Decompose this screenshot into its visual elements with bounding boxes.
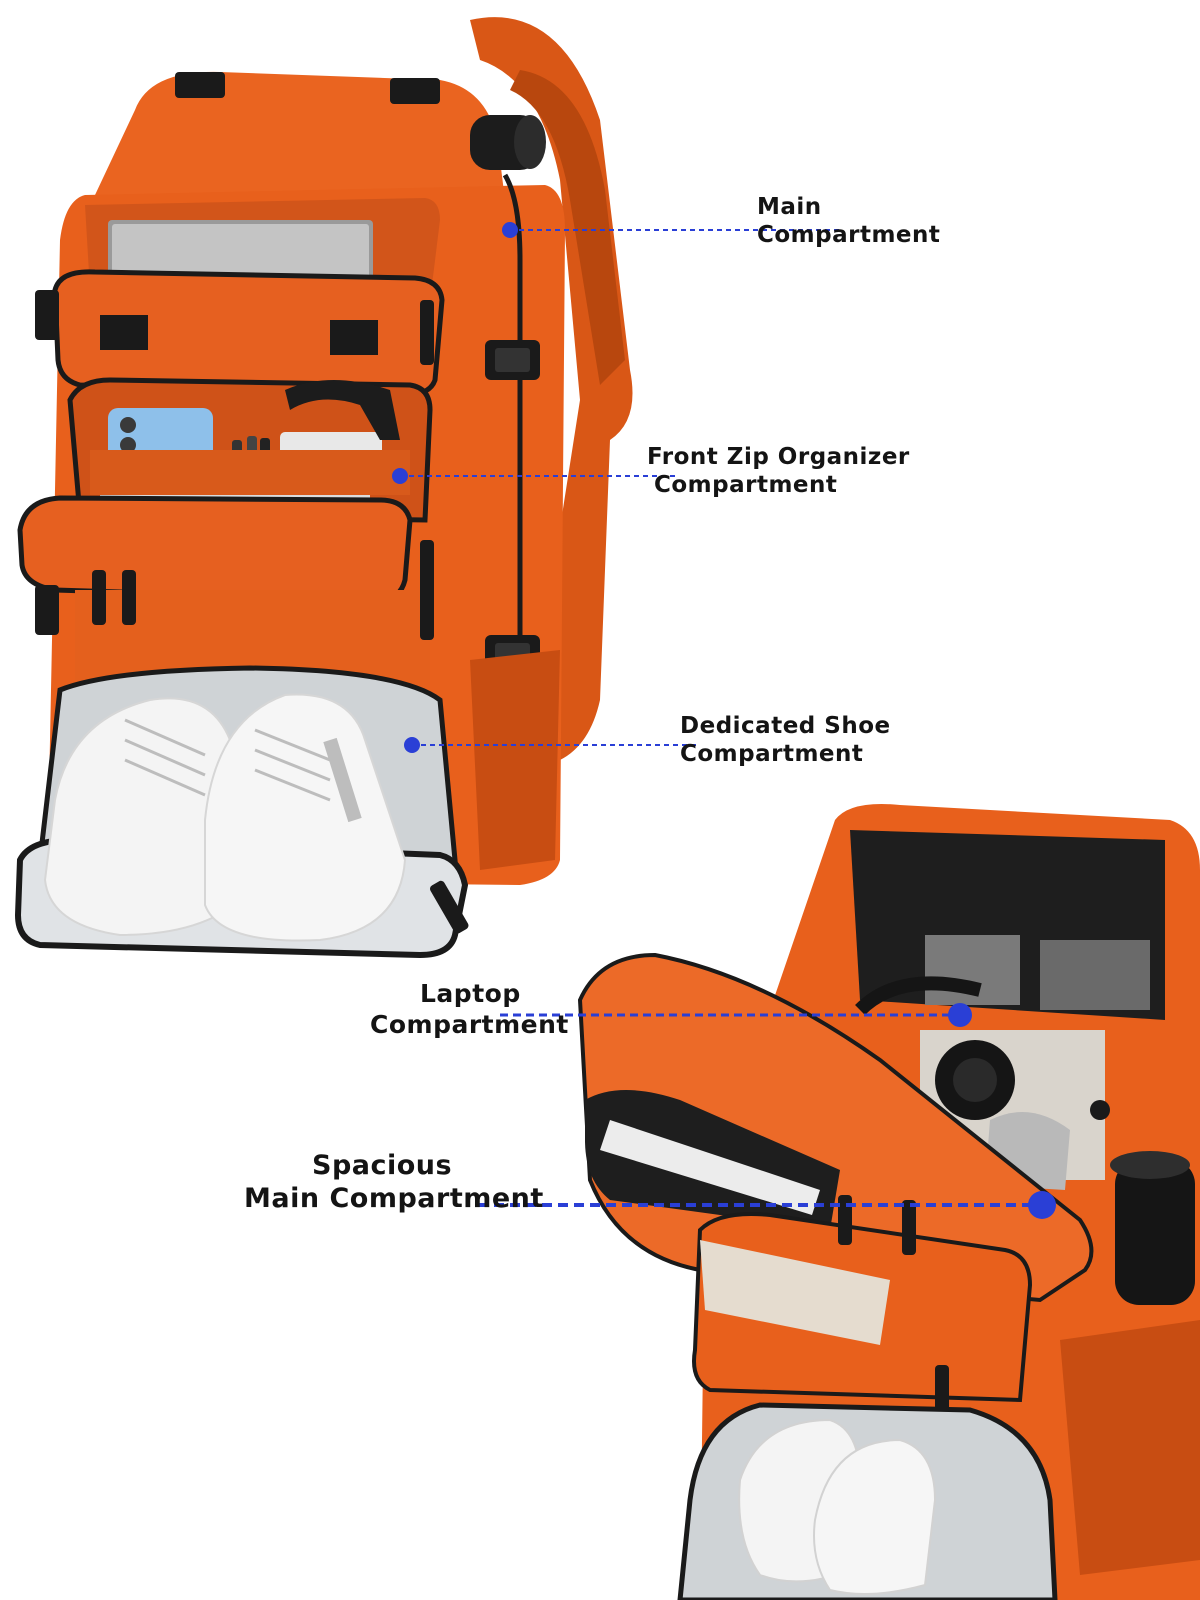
top-handle-left	[175, 72, 225, 98]
label-front-zip-line2: Compartment	[654, 472, 838, 499]
label-laptop-compartment: Laptop Compartment	[370, 979, 569, 1040]
backpack-top-flap	[95, 71, 505, 201]
label-shoe-line2: Compartment	[680, 741, 864, 768]
headphones	[855, 976, 1015, 1120]
label-main-compartment: Main Compartment	[757, 193, 940, 249]
zipper-pull-2	[92, 570, 106, 625]
label-spacious-line1: Spacious	[312, 1150, 453, 1181]
zipper-pull-3	[122, 570, 136, 625]
label-front-zip-organizer: Front Zip Organizer Compartment	[647, 443, 910, 499]
strap-tab-2	[330, 320, 378, 355]
backpack-front-view	[14, 17, 633, 959]
label-spacious-main-compartment: Spacious Main Compartment	[244, 1150, 544, 1216]
zipper-pull-open-2	[902, 1200, 916, 1255]
front-panel-flap	[577, 952, 1094, 1303]
side-buckle-right-top	[485, 340, 540, 380]
callout-dot-spacious	[1028, 1191, 1056, 1219]
callout-dot-laptop	[948, 1003, 972, 1027]
callout-shoe	[404, 737, 698, 753]
backpack-open-view	[577, 804, 1200, 1600]
label-main-line2: Compartment	[757, 222, 941, 249]
callout-main	[502, 222, 840, 238]
sneaker-right	[204, 693, 407, 942]
shoe-zipper-pull	[430, 880, 469, 934]
main-compartment-zipper	[502, 173, 523, 640]
label-laptop-line1: Laptop	[420, 979, 521, 1008]
laptop-sleeve-2	[1040, 940, 1150, 1010]
water-bottle-side	[1110, 1151, 1195, 1305]
label-shoe-line1: Dedicated Shoe	[680, 713, 891, 739]
zipper-pull-open-3	[935, 1365, 949, 1420]
callout-laptop	[500, 1003, 972, 1027]
side-buckle-left-bottom	[35, 585, 59, 635]
paper-roll	[600, 1120, 820, 1215]
sneakers-open-view	[738, 1418, 937, 1595]
organizer-slot-front	[90, 450, 410, 495]
callout-front-zip	[392, 468, 678, 484]
strap-tab-1	[100, 315, 148, 350]
strap-mesh	[510, 70, 625, 385]
side-buckle-left-top	[35, 290, 59, 340]
top-handle-right	[390, 78, 440, 104]
zipper-pull-4	[420, 540, 434, 640]
water-bottle-top	[470, 115, 546, 170]
book-in-pocket	[700, 1240, 890, 1345]
side-mesh-pocket-open	[1060, 1320, 1200, 1575]
label-shoe-compartment: Dedicated Shoe Compartment	[680, 712, 891, 768]
headphone-case	[285, 380, 400, 440]
label-laptop-line2: Compartment	[370, 1009, 569, 1039]
label-main-line1: Main	[757, 194, 822, 220]
upper-pocket-flap	[52, 269, 445, 398]
zipper-pull-1	[420, 300, 434, 365]
organizer-flap	[17, 495, 413, 603]
callout-spacious	[478, 1191, 1056, 1219]
side-mesh-pocket	[470, 650, 560, 870]
usb-port	[1090, 1100, 1110, 1120]
label-front-zip-line1: Front Zip Organizer	[647, 444, 910, 470]
label-spacious-line2: Main Compartment	[244, 1182, 544, 1214]
zipper-pull-open-1	[838, 1195, 852, 1245]
